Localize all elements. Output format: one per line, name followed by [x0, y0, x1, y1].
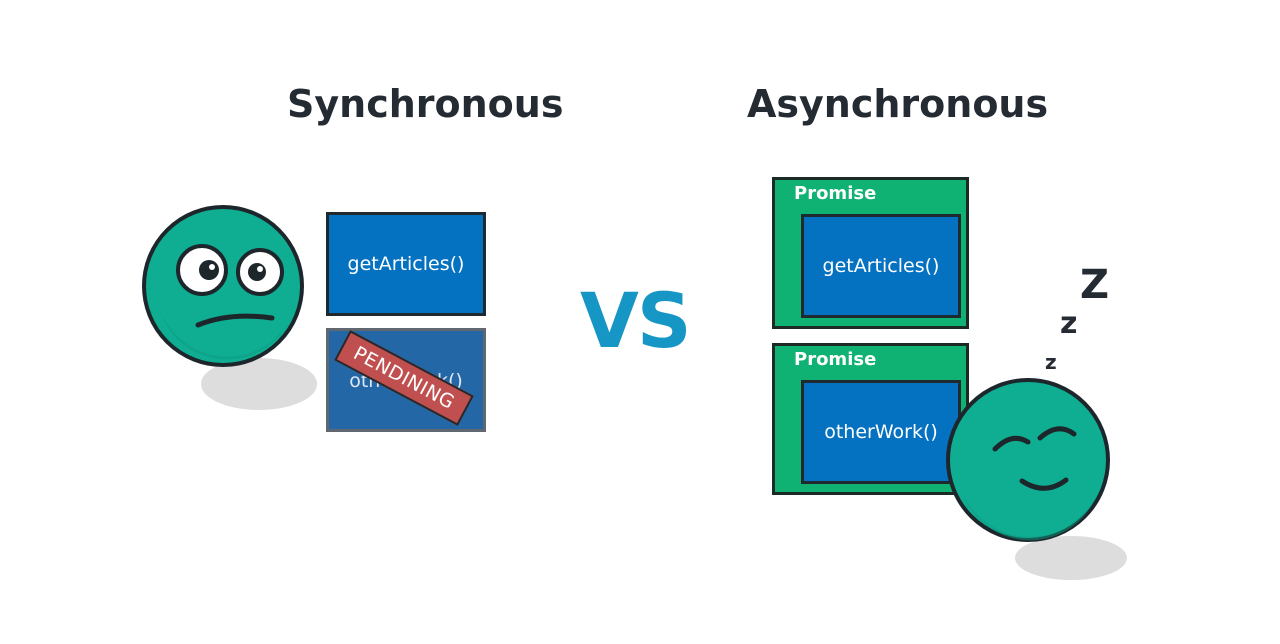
sync-get-articles-box: getArticles(): [326, 212, 486, 316]
face-circle: [946, 378, 1110, 542]
sleep-z-large: Z: [1080, 262, 1110, 308]
sleep-z-medium: z: [1060, 306, 1078, 341]
async-other-work-box: otherWork(): [801, 380, 961, 484]
vs-label: VS: [580, 276, 692, 365]
flat-mouth: [195, 313, 275, 328]
smile: [1019, 477, 1069, 491]
face-shadow: [201, 358, 317, 410]
face-shadow: [1015, 536, 1127, 580]
closed-left-eye: [992, 435, 1031, 452]
async-get-articles-label: getArticles(): [822, 255, 940, 277]
closed-right-eye: [1037, 426, 1077, 441]
sleeping-face-icon: [946, 378, 1127, 580]
async-other-work-label: otherWork(): [824, 421, 938, 443]
sync-get-articles-label: getArticles(): [347, 253, 465, 275]
worried-face-icon: [142, 205, 317, 410]
promise-box: Promise otherWork(): [772, 343, 969, 495]
sleep-z-small: z: [1045, 350, 1057, 374]
promise-label: Promise: [794, 349, 877, 370]
async-get-articles-box: getArticles(): [801, 214, 961, 318]
promise-label: Promise: [794, 183, 877, 204]
face-circle: [142, 205, 304, 367]
sync-heading: Synchronous: [287, 82, 564, 126]
async-heading: Asynchronous: [747, 82, 1049, 126]
promise-box: Promise getArticles(): [772, 177, 969, 329]
